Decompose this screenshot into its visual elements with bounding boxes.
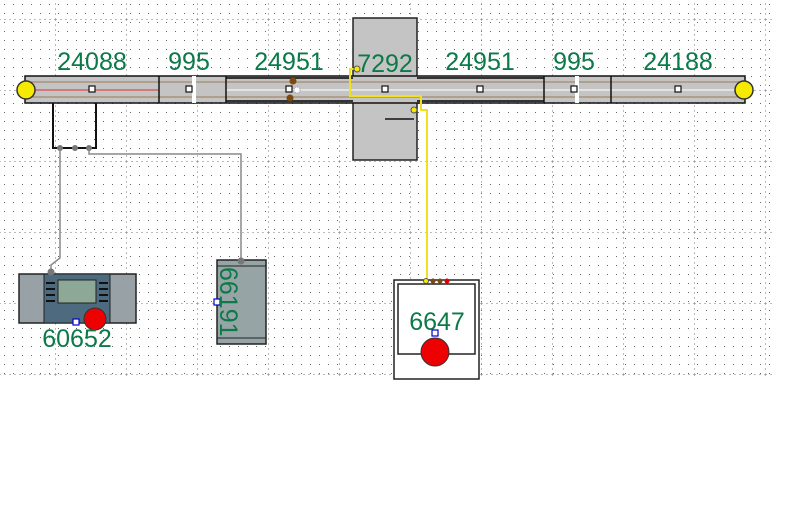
gray-wire[interactable] [88,148,242,261]
segment-label: 24951 [445,48,515,76]
track-end-left[interactable] [16,80,36,100]
switch-box-6647[interactable] [393,278,480,380]
track [24,75,746,104]
segment-label: 995 [553,48,595,76]
transformer-66191[interactable] [213,257,267,345]
segment-label: 995 [168,48,210,76]
control-unit-60652[interactable] [18,268,137,331]
device-label: 60652 [42,325,112,353]
segment-label: 24088 [57,48,127,76]
segment-label: 24951 [254,48,324,76]
segment-label: 7292 [357,50,413,78]
red-button [420,337,450,367]
gray-wire[interactable] [50,148,61,271]
device-label: 66191 [214,267,242,337]
red-button [83,307,107,331]
segment-label: 24188 [643,48,713,76]
device-label: 6647 [409,308,465,336]
yellow-wire[interactable] [349,68,428,281]
track-end-right[interactable] [734,80,754,100]
